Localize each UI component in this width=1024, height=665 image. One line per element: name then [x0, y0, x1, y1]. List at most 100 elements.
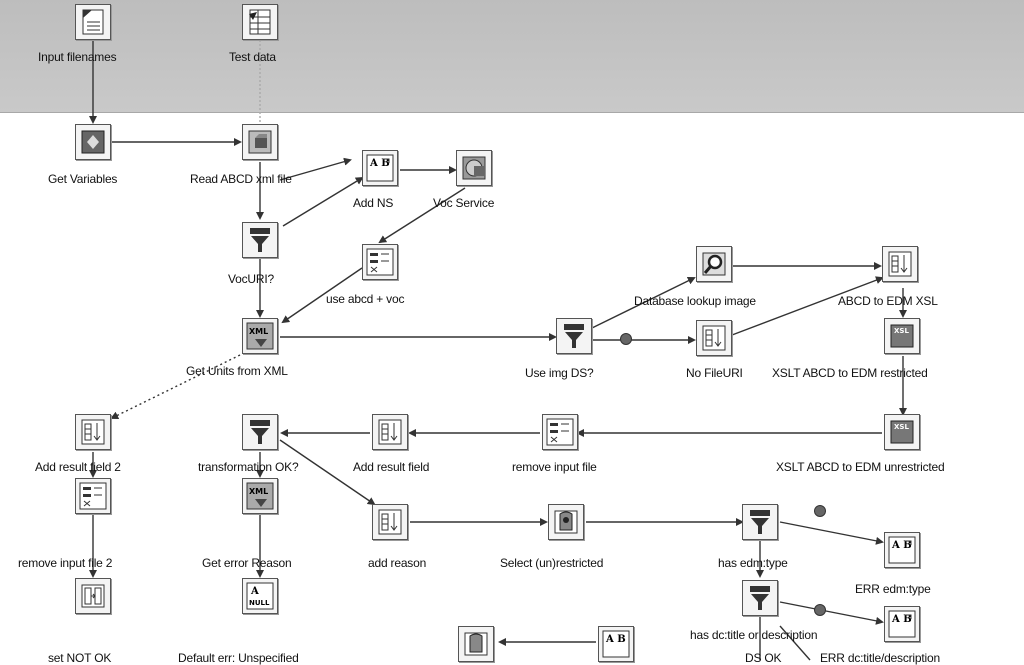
step-label: Select (un)restricted — [500, 556, 604, 570]
hop[interactable] — [279, 439, 376, 506]
step-database-lookup-image[interactable] — [696, 246, 732, 282]
step-has-edm-type-filter[interactable] — [742, 504, 778, 540]
hop[interactable] — [281, 267, 363, 324]
hop[interactable] — [779, 625, 811, 661]
filter-funnel-icon — [250, 228, 270, 252]
add-constants-icon — [81, 419, 105, 445]
hop[interactable] — [282, 176, 364, 227]
get-xml-data-icon: XML — [246, 322, 274, 350]
step-use-img-ds-filter[interactable] — [556, 318, 592, 354]
step-abcd-to-edm-xsl[interactable] — [882, 246, 918, 282]
filter-funnel-icon — [750, 586, 770, 610]
step-label: Voc Service — [433, 196, 495, 210]
icon-letter-a: A — [250, 586, 259, 597]
step-xslt-restricted[interactable]: XSL — [884, 318, 920, 354]
select-values-icon — [546, 418, 574, 446]
replace-string-icon: A B — [602, 630, 630, 658]
step-label: Add result field — [353, 460, 430, 474]
step-label: XSLT ABCD to EDM unrestricted — [776, 460, 945, 474]
step-xslt-unrestricted[interactable]: XSL — [884, 414, 920, 450]
error-hop-marker[interactable] — [620, 333, 632, 345]
web-service-icon — [462, 156, 486, 180]
hop[interactable] — [731, 276, 884, 336]
replace-string-icon: A B — [888, 610, 916, 638]
step-replace-in-string[interactable]: A B — [598, 626, 634, 662]
step-label: Input filenames — [38, 50, 117, 64]
select-values-icon — [79, 482, 107, 510]
error-hop-marker[interactable] — [814, 505, 826, 517]
icon-text-xsl: XSL — [894, 423, 909, 431]
step-label: ABCD to EDM XSL — [838, 294, 938, 308]
step-label: Read ABCD xml file — [190, 172, 292, 186]
step-err-dc-title[interactable]: A B — [884, 606, 920, 642]
step-default-err[interactable]: A NULL — [242, 578, 278, 614]
data-grid-icon — [249, 9, 271, 35]
icon-letter-a: A B — [369, 158, 390, 169]
step-label: Get Variables — [48, 172, 118, 186]
step-input-filenames[interactable] — [75, 4, 111, 40]
note-band — [0, 0, 1024, 113]
text-file-input-icon — [82, 9, 104, 35]
error-hop-marker[interactable] — [814, 604, 826, 616]
step-label: has edm:type — [718, 556, 788, 570]
xsl-transformation-icon: XSL — [890, 420, 914, 444]
step-label: remove input file 2 — [18, 556, 113, 570]
step-voc-uri-filter[interactable] — [242, 222, 278, 258]
select-values-icon — [366, 248, 394, 276]
step-use-abcd-voc[interactable] — [362, 244, 398, 280]
step-has-dc-title-filter[interactable] — [742, 580, 778, 616]
filter-funnel-icon — [564, 324, 584, 348]
step-label: Get Units from XML — [186, 364, 288, 378]
step-label: Test data — [229, 50, 276, 64]
hop[interactable] — [110, 354, 241, 419]
step-err-edm-type[interactable]: A B — [884, 532, 920, 568]
step-label: Get error Reason — [202, 556, 292, 570]
step-label: Add result field 2 — [35, 460, 121, 474]
add-constants-icon — [888, 251, 912, 277]
hop[interactable] — [378, 187, 466, 244]
step-label: remove input file — [512, 460, 597, 474]
hop[interactable] — [779, 521, 884, 545]
filter-funnel-icon — [750, 510, 770, 534]
add-constants-icon — [378, 509, 402, 535]
icon-text-xml: XML — [249, 327, 268, 336]
step-transformation-ok-filter[interactable] — [242, 414, 278, 450]
step-label: Add NS — [353, 196, 394, 210]
step-remove-input-file-2[interactable] — [75, 478, 111, 514]
step-get-error-reason[interactable]: XML — [242, 478, 278, 514]
icon-text-xsl: XSL — [894, 327, 909, 335]
step-add-result-field[interactable] — [372, 414, 408, 450]
if-null-icon: A NULL — [246, 582, 274, 610]
add-constants-icon — [702, 325, 726, 351]
step-get-units-xml[interactable]: XML — [242, 318, 278, 354]
step-add-ns[interactable]: A B — [362, 150, 398, 186]
filter-funnel-icon — [250, 420, 270, 444]
icon-letter-a: A B — [891, 614, 912, 625]
step-test-data[interactable] — [242, 4, 278, 40]
step-voc-service[interactable] — [456, 150, 492, 186]
javascript-icon — [554, 510, 578, 534]
step-remove-input-file[interactable] — [542, 414, 578, 450]
step-no-file-uri[interactable] — [696, 320, 732, 356]
step-set-not-ok[interactable] — [75, 578, 111, 614]
step-label: set NOT OK — [48, 651, 112, 665]
step-add-result-field-2[interactable] — [75, 414, 111, 450]
step-ds-ok[interactable] — [458, 626, 494, 662]
javascript-icon — [464, 632, 488, 656]
add-constants-icon — [378, 419, 402, 445]
hop[interactable] — [279, 157, 352, 181]
step-read-abcd-xml[interactable] — [242, 124, 278, 160]
step-label: use abcd + voc — [326, 292, 405, 306]
get-variables-icon — [81, 130, 105, 154]
step-add-reason[interactable] — [372, 504, 408, 540]
step-label: ERR edm:type — [855, 582, 931, 596]
hop[interactable] — [779, 601, 884, 625]
set-field-value-icon — [81, 584, 105, 608]
step-get-variables[interactable] — [75, 124, 111, 160]
xml-input-icon — [248, 130, 272, 154]
step-select-unrestricted[interactable] — [548, 504, 584, 540]
step-label: DS OK — [745, 651, 782, 665]
hop[interactable] — [591, 277, 696, 329]
